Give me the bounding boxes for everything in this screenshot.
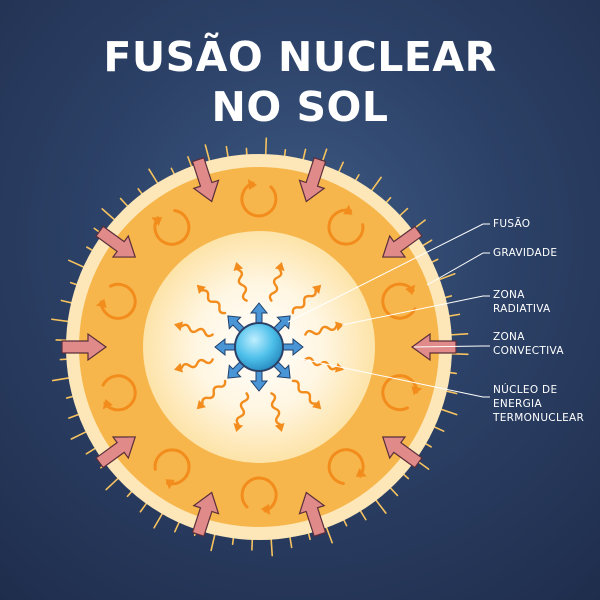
label-convective-zone: ZONA CONVECTIVA bbox=[493, 331, 564, 357]
leader-radiative bbox=[341, 295, 490, 326]
convection-loop-icon bbox=[327, 448, 367, 485]
leader-convective bbox=[413, 345, 490, 348]
radiation-waves bbox=[173, 261, 345, 433]
radiation-wave-icon bbox=[291, 284, 322, 315]
radiation-wave-icon bbox=[196, 379, 227, 410]
radiation-wave-icon bbox=[268, 261, 285, 302]
convection-loop-icon bbox=[95, 282, 137, 320]
diagram-title: FUSÃO NUCLEAR NO SOL bbox=[0, 32, 600, 132]
leader-core bbox=[291, 356, 490, 398]
radiation-wave-icon bbox=[270, 392, 285, 433]
convection-loop-icon bbox=[153, 448, 191, 490]
title-line-1: FUSÃO NUCLEAR bbox=[103, 33, 497, 81]
label-gravity: GRAVIDADE bbox=[493, 247, 558, 259]
leader-lines bbox=[287, 223, 490, 398]
convection-loop-icon bbox=[240, 476, 278, 515]
convection-loop-icon bbox=[151, 209, 191, 246]
convection-loop-icon bbox=[327, 204, 365, 246]
leader-gravity bbox=[426, 252, 490, 286]
radiation-wave-icon bbox=[304, 356, 345, 373]
radiation-wave-icon bbox=[233, 261, 248, 302]
radiation-wave-icon bbox=[196, 284, 227, 315]
convection-loop-icon bbox=[381, 374, 423, 412]
radiation-wave-icon bbox=[304, 321, 345, 336]
radiation-wave-icon bbox=[173, 321, 214, 338]
radiation-wave-icon bbox=[173, 358, 214, 373]
label-core: NÚCLEO DE ENERGIA TERMONUCLEAR bbox=[493, 384, 585, 424]
label-fusion: FUSÃO bbox=[493, 218, 531, 230]
convection-loop-icon bbox=[101, 374, 137, 412]
label-radiative-zone: ZONA RADIATIVA bbox=[493, 289, 551, 315]
radiation-wave-icon bbox=[291, 379, 322, 410]
title-line-2: NO SOL bbox=[211, 83, 389, 131]
radiation-wave-icon bbox=[233, 392, 250, 433]
convection-loop-icon bbox=[381, 282, 417, 320]
convection-loops bbox=[95, 179, 423, 515]
convection-loop-icon bbox=[240, 179, 278, 218]
leader-fusion bbox=[287, 223, 490, 323]
thermonuclear-core bbox=[234, 322, 284, 372]
